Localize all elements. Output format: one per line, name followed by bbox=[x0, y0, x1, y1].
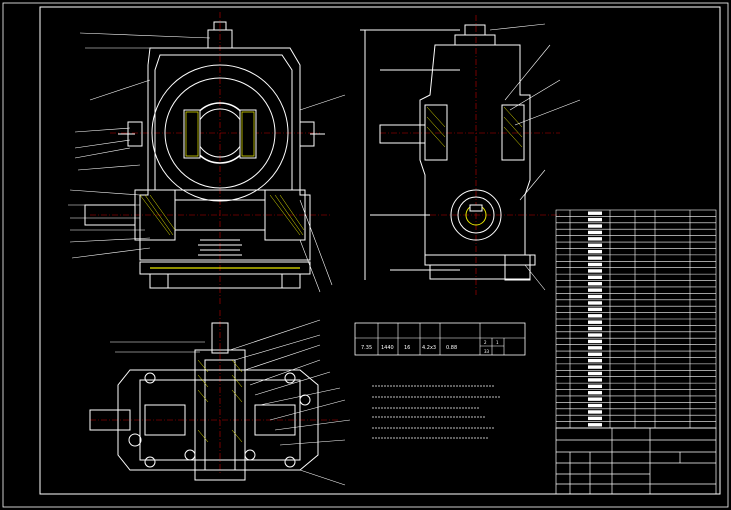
bom-entry-mark bbox=[588, 384, 602, 389]
bom-entry-mark bbox=[588, 224, 602, 228]
side-worm bbox=[450, 189, 502, 241]
bom-entry-mark bbox=[588, 211, 602, 215]
tech-requirements bbox=[372, 385, 500, 439]
param-module: 4.2x3 bbox=[422, 345, 436, 351]
side-shaft bbox=[379, 124, 426, 144]
bom-entry-mark bbox=[588, 288, 602, 292]
bom-entry-mark bbox=[588, 358, 602, 363]
bom-entry-mark bbox=[588, 243, 602, 247]
bom-entry-mark bbox=[588, 403, 602, 408]
top-view bbox=[89, 310, 340, 481]
bom-entry-mark bbox=[588, 314, 602, 318]
param-z2: 1 bbox=[496, 340, 499, 345]
bom-table bbox=[555, 209, 717, 429]
param-speed: 1440 bbox=[381, 345, 394, 351]
side-leaders bbox=[489, 23, 581, 291]
worm-wheel-outer bbox=[151, 64, 289, 202]
bom-entry-mark bbox=[588, 307, 602, 312]
bom-entry-mark bbox=[588, 391, 602, 395]
bom-entry-mark bbox=[588, 320, 602, 324]
front-view bbox=[84, 12, 330, 305]
bom-entry-mark bbox=[588, 410, 602, 414]
bom-entry-mark bbox=[588, 269, 602, 273]
top-leaders bbox=[110, 319, 351, 486]
param-power: 7.35 bbox=[361, 345, 372, 351]
param-z1: 2 bbox=[484, 340, 487, 345]
bom-entry-mark bbox=[588, 423, 602, 427]
param-ratio: 16 bbox=[404, 345, 410, 351]
bom-entry-mark bbox=[588, 339, 602, 344]
param-z3: 33 bbox=[484, 349, 490, 354]
coil bbox=[198, 239, 242, 261]
side-housing bbox=[419, 44, 531, 256]
front-leaders bbox=[68, 32, 346, 293]
bom-entry-mark bbox=[588, 397, 602, 401]
bom-entry-mark bbox=[588, 326, 602, 331]
bom-entry-mark bbox=[588, 301, 602, 305]
bom-entry-mark bbox=[588, 371, 602, 376]
bom-entry-mark bbox=[588, 217, 602, 222]
title-block bbox=[555, 427, 717, 495]
bom-entry-mark bbox=[588, 333, 602, 337]
params-table: 7.35 1440 16 4.2x3 0.88 2 1 33 bbox=[354, 322, 526, 356]
inner-border bbox=[39, 6, 721, 495]
bom-entry-mark bbox=[588, 282, 602, 286]
bom-entry-mark bbox=[588, 256, 602, 260]
bom-entry-mark bbox=[588, 237, 602, 241]
bom-entry-mark bbox=[588, 275, 602, 280]
bom-entry-mark bbox=[588, 378, 602, 382]
bom-entry-mark bbox=[588, 230, 602, 235]
bom-entry-mark bbox=[588, 249, 602, 254]
bom-entry-mark bbox=[588, 262, 602, 267]
bom-entry-mark bbox=[588, 365, 602, 369]
bom-entry-mark bbox=[588, 294, 602, 299]
front-housing bbox=[139, 47, 311, 261]
bom-entry-mark bbox=[588, 346, 602, 350]
side-view bbox=[360, 15, 560, 295]
bom-entry-mark bbox=[588, 416, 602, 421]
param-eff: 0.88 bbox=[446, 345, 457, 351]
top-output-shaft bbox=[211, 322, 229, 354]
bom-entry-mark bbox=[588, 352, 602, 356]
